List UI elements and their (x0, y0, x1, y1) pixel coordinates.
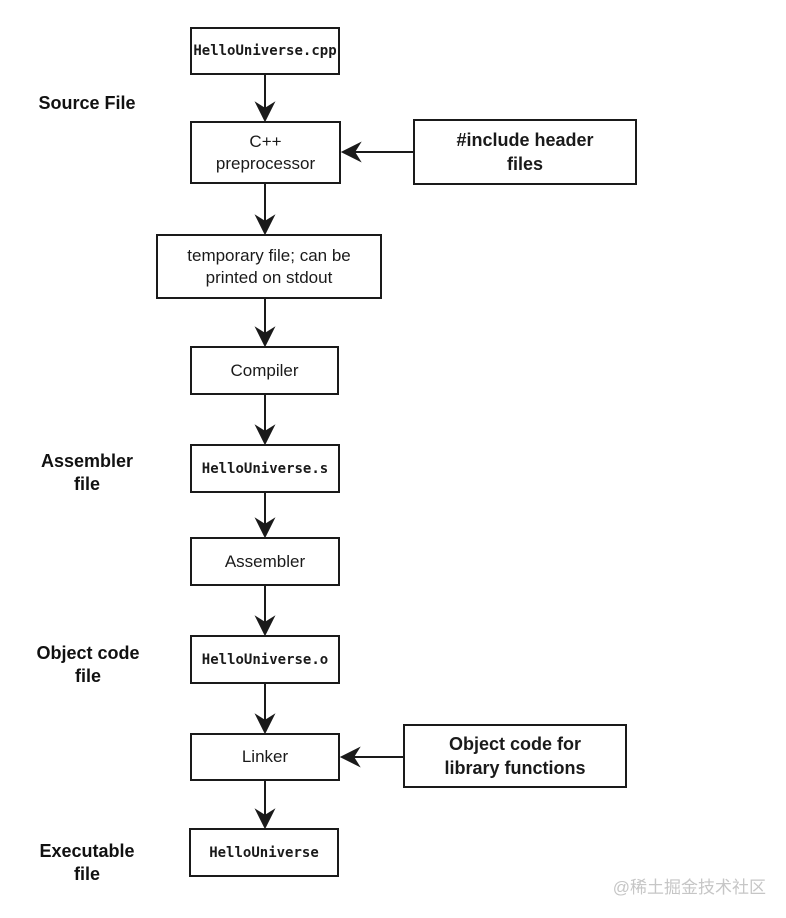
node-library-object-code: Object code for library functions (403, 724, 627, 788)
stage-label-object-code-file: Object code file (36, 643, 140, 686)
node-object-filename: HelloUniverse.o (190, 635, 340, 684)
arrow-linker-to-executable (254, 781, 276, 830)
arrow-libobjects-to-linker (339, 746, 403, 768)
stage-label-executable-file: Executable file (39, 841, 135, 884)
node-linker: Linker (190, 733, 340, 781)
stage-label-assembler-file: Assembler file (40, 451, 134, 494)
node-temporary-file: temporary file; can be printed on stdout (156, 234, 382, 299)
watermark: @稀土掘金技术社区 (612, 878, 766, 897)
arrow-source-to-preprocessor (254, 75, 276, 123)
arrow-assembler-to-objfile (254, 586, 276, 637)
node-assembler-filename: HelloUniverse.s (190, 444, 340, 493)
arrow-headers-to-preprocessor (340, 141, 413, 163)
arrow-preprocessor-to-tempfile (254, 184, 276, 236)
node-include-header-files: #include header files (413, 119, 637, 185)
arrow-asmfile-to-assembler (254, 493, 276, 539)
stage-label-source-file: Source File (38, 93, 136, 113)
arrow-compiler-to-asmfile (254, 395, 276, 446)
node-assembler: Assembler (190, 537, 340, 586)
node-compiler: Compiler (190, 346, 339, 395)
arrow-tempfile-to-compiler (254, 299, 276, 348)
node-executable-filename: HelloUniverse (189, 828, 339, 877)
arrow-objfile-to-linker (254, 684, 276, 735)
node-source-filename: HelloUniverse.cpp (190, 27, 340, 75)
node-cpp-preprocessor: C++ preprocessor (190, 121, 341, 184)
